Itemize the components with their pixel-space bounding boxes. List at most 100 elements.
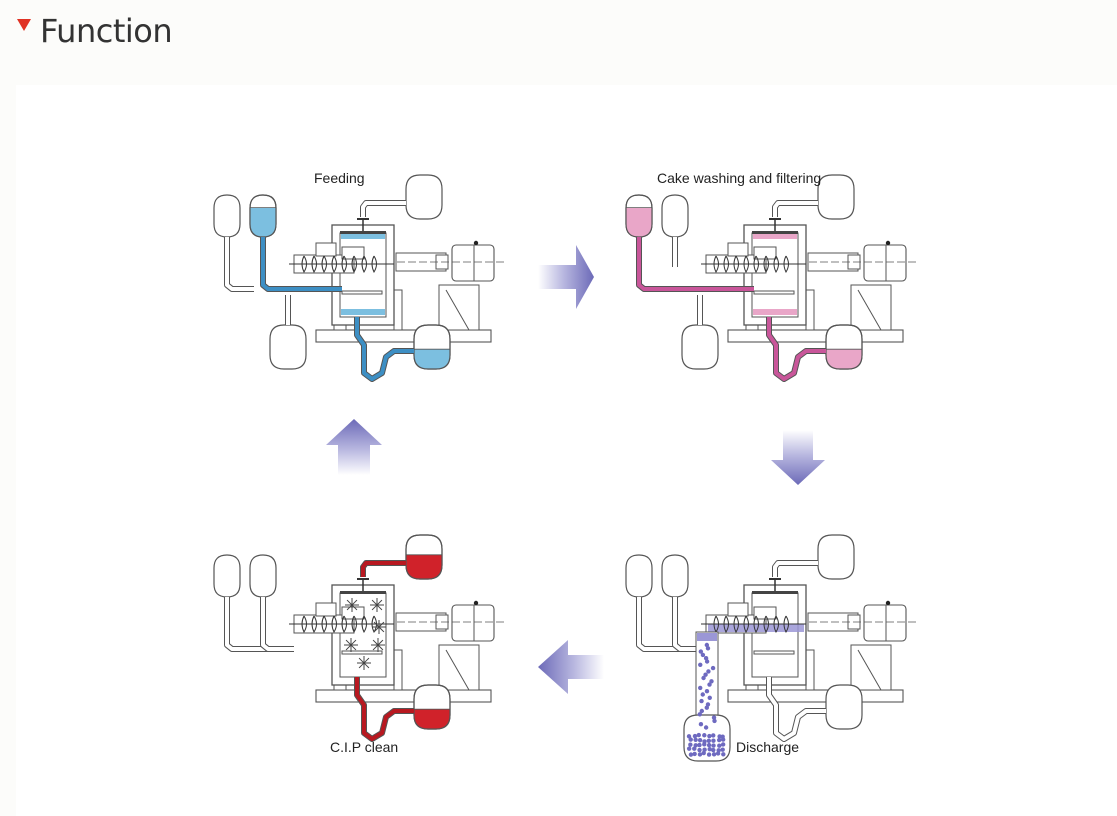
pipe-wash-feed (636, 237, 754, 292)
particle (711, 715, 717, 720)
particle (706, 752, 712, 757)
machine-base (727, 329, 904, 343)
tank-bottom-right (413, 684, 451, 730)
motor-stand (850, 644, 892, 691)
tank-liquid (414, 709, 450, 729)
tank-body (825, 684, 863, 730)
particle (688, 742, 693, 747)
flow-arrow-right (538, 245, 594, 309)
spray-nozzle-icon (370, 598, 384, 612)
particle (705, 646, 711, 651)
motor-stand (850, 284, 892, 331)
particle (698, 649, 704, 654)
particle (711, 747, 716, 753)
tank-top-right (405, 174, 443, 220)
particle (703, 656, 709, 661)
tank-liquid (626, 207, 652, 237)
vessel-liquid-bottom (753, 309, 797, 315)
tank-body (269, 324, 307, 370)
particle (697, 738, 703, 743)
particle (710, 665, 716, 671)
pipe-drain (354, 317, 414, 382)
tank-body (213, 194, 241, 238)
particle (706, 669, 711, 674)
pipe-top (360, 560, 406, 577)
tank-top-right (817, 534, 855, 580)
particle (704, 689, 710, 694)
pipe-left-b (260, 597, 294, 652)
particle (716, 748, 721, 753)
pipe-top (772, 560, 818, 577)
machine-base (727, 689, 904, 703)
particle (711, 738, 716, 743)
pipe-drain (766, 317, 826, 382)
screw-spiral (301, 255, 377, 274)
particle (717, 743, 722, 748)
particle (688, 737, 693, 742)
pipe-left-b (672, 597, 706, 652)
particle (707, 746, 712, 752)
particle (688, 752, 694, 757)
tank-left-a (213, 554, 241, 598)
pipe-top (360, 200, 406, 217)
tank-bottom-right (825, 684, 863, 730)
motor-stand (438, 644, 480, 691)
stage-cip-clean (213, 534, 504, 742)
spray-nozzle-icon (344, 638, 358, 652)
screw-spiral (301, 615, 377, 634)
tank-body (625, 554, 653, 598)
pipe-left-a (224, 237, 254, 292)
tank-top-right (817, 174, 855, 220)
vessel-chamber (751, 232, 799, 318)
particle (707, 733, 712, 739)
triangle-down-icon (17, 19, 31, 31)
vessel-chamber (751, 592, 799, 678)
tank-left-b (661, 194, 689, 238)
tank-body (681, 324, 719, 370)
section-header: Function (0, 0, 1117, 85)
spray-nozzle-icon (371, 638, 385, 652)
tank-left-b (249, 194, 277, 238)
discharged-cake (708, 624, 804, 632)
particle (686, 734, 692, 739)
particle (697, 752, 703, 757)
particle (709, 679, 714, 684)
particle (707, 682, 712, 687)
particle (704, 642, 710, 648)
particle (711, 733, 716, 738)
pipe-top (772, 200, 818, 217)
particle (703, 725, 709, 730)
tank-liquid (414, 349, 450, 369)
vessel-liquid-top (753, 234, 797, 239)
stage-cake-washing (625, 174, 916, 382)
particle (703, 672, 708, 677)
particle (697, 712, 703, 717)
machine-base (315, 329, 492, 343)
particle (697, 742, 702, 748)
function-diagram-panel: Feeding Cake washing and filtering Disch… (16, 85, 1117, 816)
vessel-chamber (339, 232, 387, 318)
particle (693, 737, 698, 742)
particle (712, 718, 717, 724)
particle (706, 742, 712, 748)
pipe-feed (260, 237, 342, 292)
particle (704, 705, 709, 710)
particle (720, 747, 725, 752)
particle (702, 739, 707, 744)
pipe-drain (354, 677, 414, 742)
tank-bottom-right (825, 324, 863, 370)
tank-body (817, 534, 855, 580)
vessel-liquid-top (341, 234, 385, 239)
stage-feeding (213, 174, 504, 382)
vessel-liquid-bottom (341, 309, 385, 315)
particle (693, 743, 698, 748)
particle (699, 698, 704, 704)
tank-left-a (625, 194, 653, 238)
tank-body (213, 554, 241, 598)
particle (720, 742, 726, 747)
tank-left-a (213, 194, 241, 238)
spray-nozzle-icon (357, 656, 371, 670)
stage-label-cake-washing: Cake washing and filtering (657, 170, 822, 186)
particle (706, 738, 712, 743)
particle (701, 750, 706, 756)
